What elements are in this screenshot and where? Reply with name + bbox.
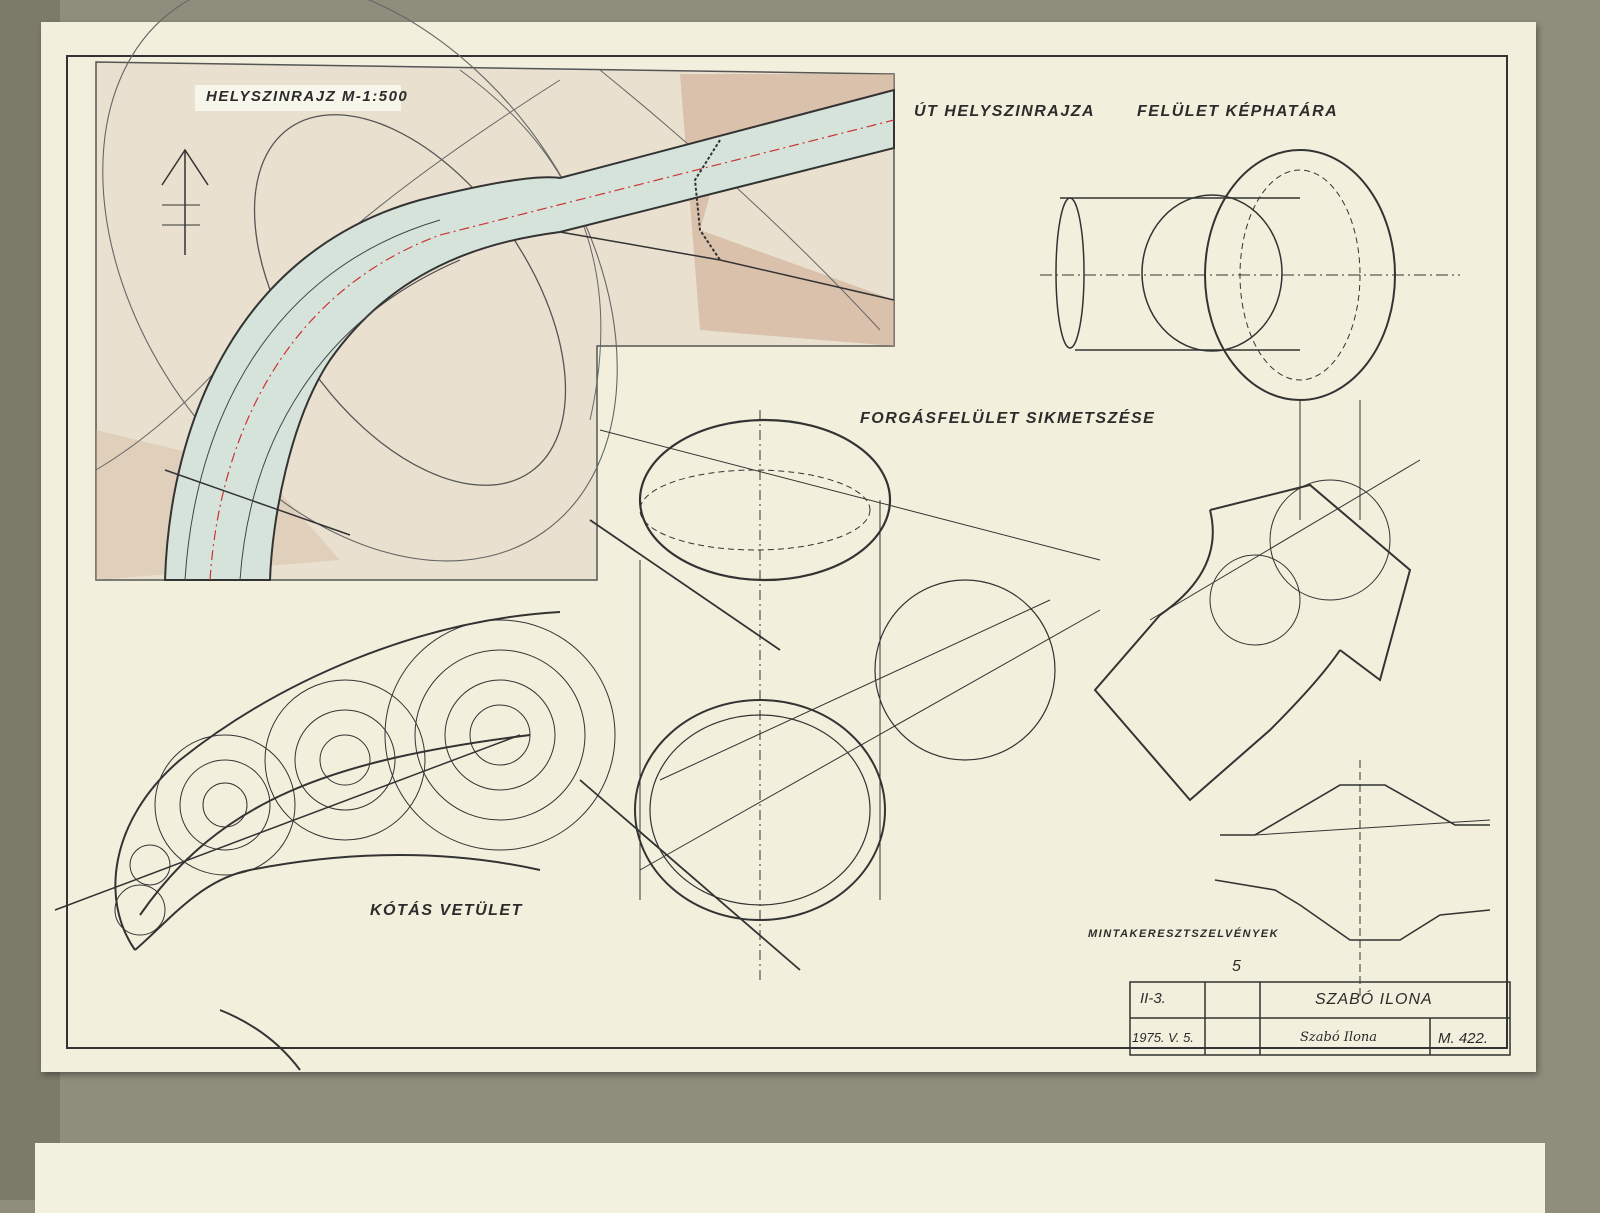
elbow-figure bbox=[1093, 459, 1421, 802]
dimensioned-projection-title: KÓTÁS VETÜLET bbox=[370, 902, 523, 919]
site-plan-title-box bbox=[195, 85, 401, 111]
site-plan-title: HELYSZINRAJZ M-1:500 bbox=[206, 88, 409, 105]
class-code: II-3. bbox=[1140, 990, 1166, 1007]
student-name: SZABÓ ILONA bbox=[1315, 991, 1433, 1008]
sheet-code: M. 422. bbox=[1438, 1030, 1489, 1047]
surface-contour-figure bbox=[1040, 149, 1460, 520]
plane-section-figure bbox=[579, 410, 1101, 980]
sheet-border bbox=[66, 55, 1508, 1049]
grade-mark: 5 bbox=[1232, 958, 1241, 975]
site-plan-panel bbox=[95, 0, 895, 581]
signature: Szabó Ilona bbox=[1300, 1030, 1378, 1045]
cross-sections-title: MINTAKERESZTSZELVÉNYEK bbox=[1088, 928, 1280, 940]
title-block-frame bbox=[1129, 981, 1511, 1056]
plane-section-title: FORGÁSFELÜLET SIKMETSZÉSE bbox=[860, 410, 1156, 427]
surface-contour-title: FELÜLET KÉPHATÁRA bbox=[1137, 103, 1339, 120]
north-arrow-icon bbox=[161, 148, 209, 255]
cross-sections-figure bbox=[1214, 760, 1491, 1000]
drawing-date: 1975. V. 5. bbox=[1132, 1030, 1194, 1045]
dimensioned-projection-figure bbox=[54, 611, 616, 1071]
road-site-plan-title: ÚT HELYSZINRAJZA bbox=[914, 103, 1096, 120]
